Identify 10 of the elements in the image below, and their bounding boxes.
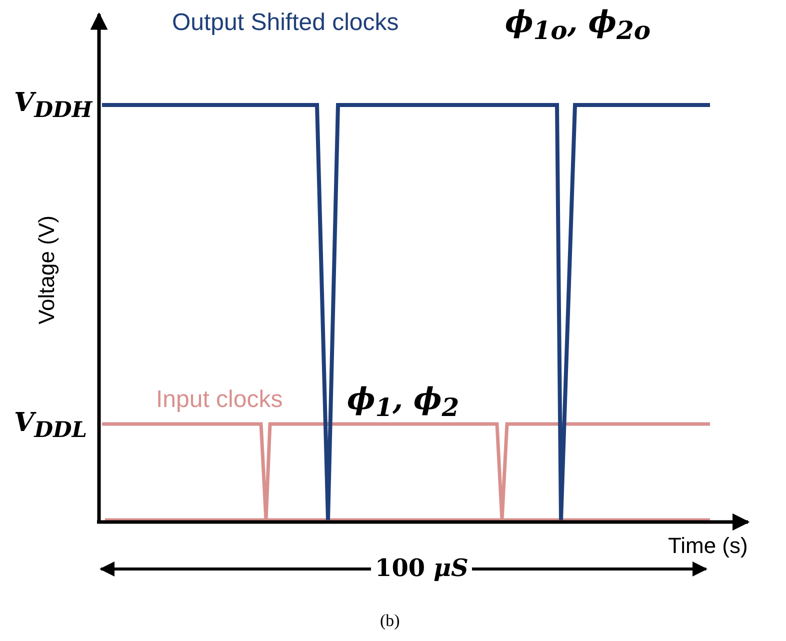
symbol-label: ϕ$_{1}$, ϕ$_{2}$: [347, 385, 460, 420]
series-label: Input clocks: [156, 388, 283, 412]
axis-title: Time (s): [668, 535, 748, 557]
dimension-label: 100 μS: [371, 556, 472, 580]
axis-title: Voltage (V): [36, 216, 58, 324]
caption: (b): [380, 612, 400, 629]
symbol-label: ϕ$_{1o}$, ϕ$_{2o}$: [505, 8, 651, 43]
level-label: V$_{DDL}$: [14, 410, 87, 442]
series-label: Output Shifted clocks: [172, 11, 399, 35]
level-label: V$_{DDH}$: [14, 90, 92, 122]
